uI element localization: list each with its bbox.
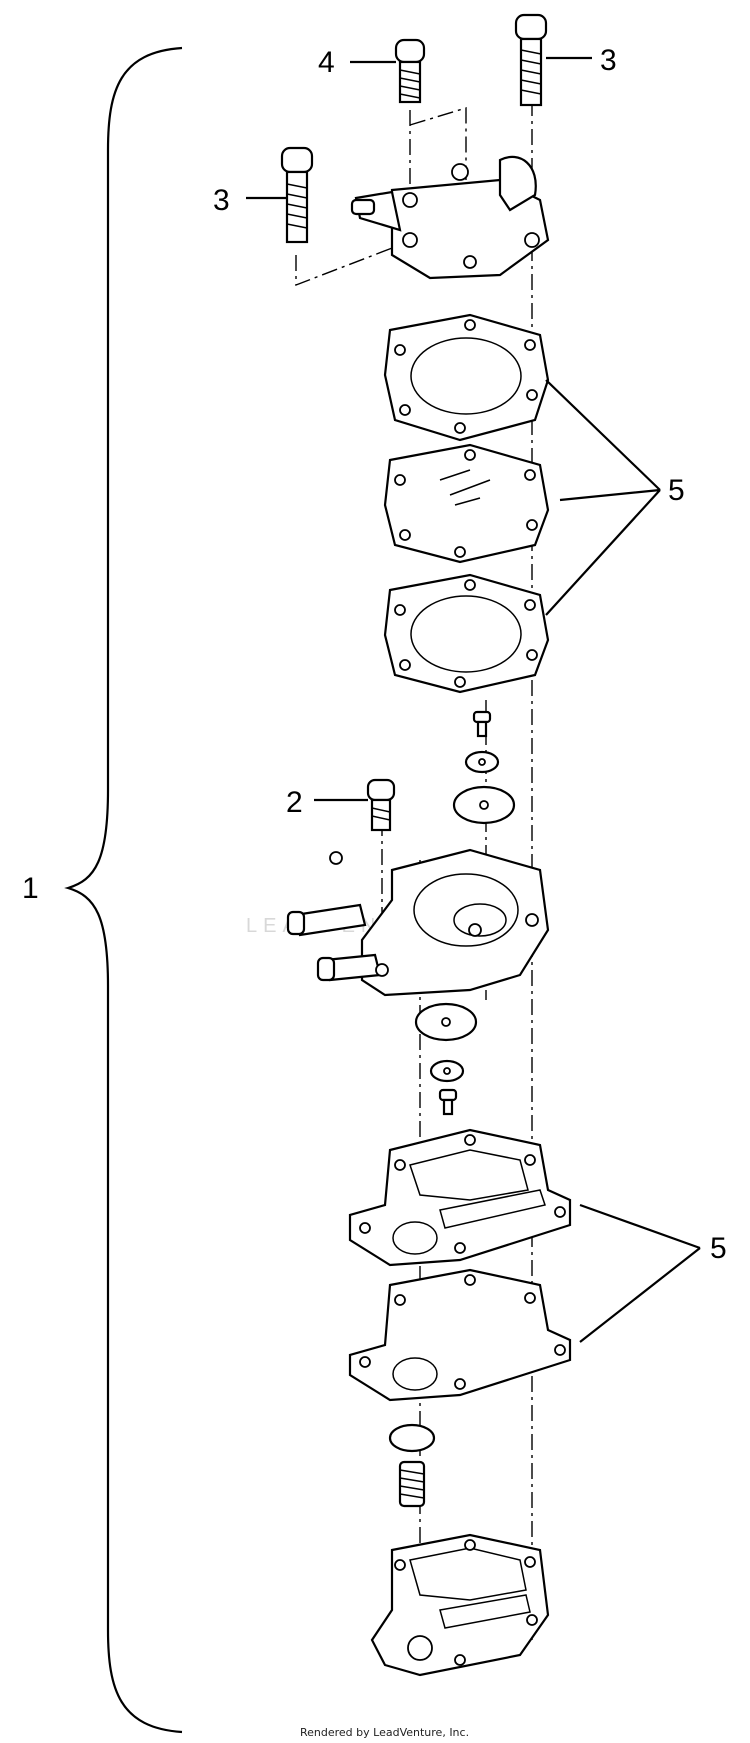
callout-1: 1 xyxy=(22,872,39,905)
check-disc xyxy=(388,1423,436,1453)
alignment-line-screw4 xyxy=(409,107,467,185)
screw-2 xyxy=(366,778,396,832)
gasket-lower-2 xyxy=(348,1268,572,1402)
screw-3-left xyxy=(280,146,314,244)
leader-5-upper xyxy=(545,379,661,616)
spring xyxy=(398,1460,426,1508)
screw-4 xyxy=(394,38,426,104)
callout-5-lower: 5 xyxy=(710,1232,727,1265)
assembly-brace xyxy=(64,46,183,1734)
gasket-upper-2 xyxy=(383,573,550,694)
valve-washer-lower xyxy=(429,1059,465,1083)
valve-screw-upper xyxy=(472,710,492,738)
valve-disc-lower xyxy=(414,1002,478,1042)
screw-3-top xyxy=(514,13,548,107)
diaphragm-upper xyxy=(383,443,550,564)
valve-screw-lower xyxy=(438,1088,458,1116)
pump-body xyxy=(286,848,550,997)
pump-bottom-plate xyxy=(370,1533,550,1677)
callout-4: 4 xyxy=(318,46,335,79)
valve-washer-upper xyxy=(464,750,500,774)
pump-top-cover xyxy=(350,155,550,280)
footer-credit: Rendered by LeadVenture, Inc. xyxy=(300,1726,469,1739)
valve-disc-upper xyxy=(452,785,516,825)
alignment-line-screw3-left xyxy=(295,244,401,287)
gasket-lower-1 xyxy=(348,1128,572,1267)
leader-5-lower xyxy=(579,1203,701,1343)
callout-3-top: 3 xyxy=(600,44,617,77)
callout-2: 2 xyxy=(286,786,303,819)
callout-3-left: 3 xyxy=(213,184,230,217)
callout-5-upper: 5 xyxy=(668,474,685,507)
gasket-upper-1 xyxy=(383,313,550,442)
